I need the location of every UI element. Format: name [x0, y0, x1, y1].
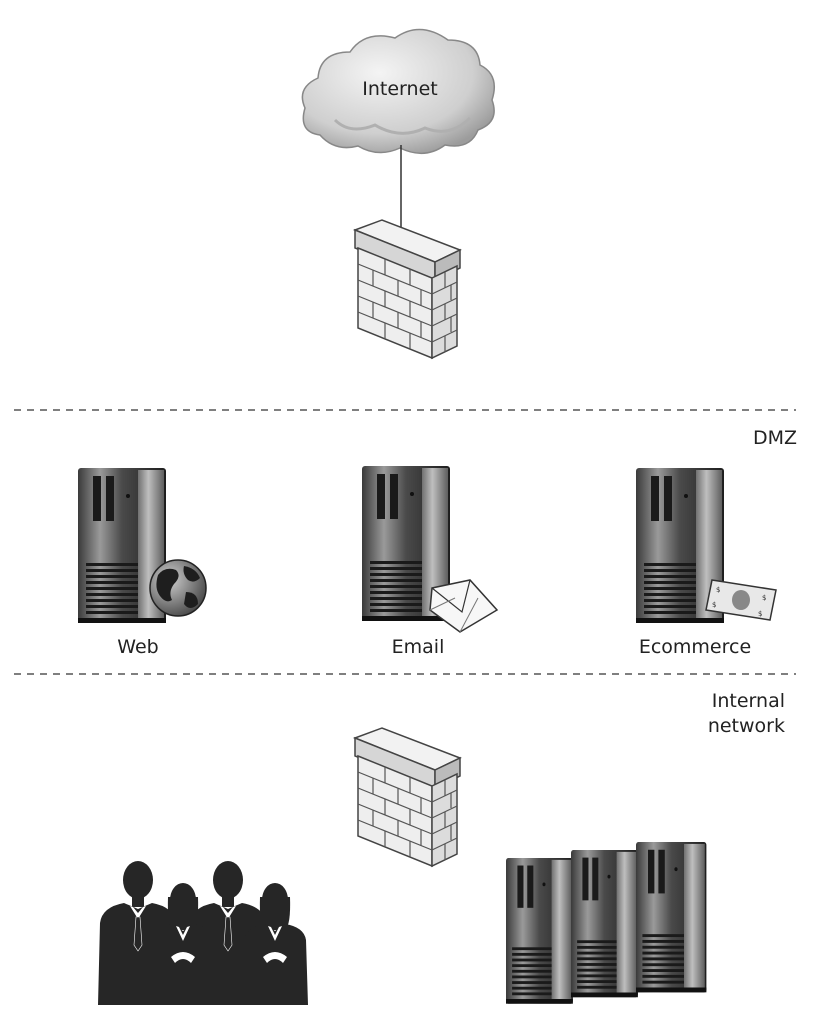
internal-firewall-icon: [354, 727, 461, 867]
email-server-label: Email: [391, 636, 445, 658]
firewall-icon: [354, 219, 461, 359]
server-cluster-icon: [506, 842, 707, 1004]
dmz-zone-label: DMZ: [752, 427, 797, 449]
svg-text:$: $: [716, 586, 720, 594]
ecommerce-server-label: Ecommerce: [638, 636, 752, 658]
internal-zone-label-line1: Internal: [711, 690, 785, 712]
svg-text:$: $: [758, 610, 762, 618]
web-server-label: Web: [117, 636, 159, 658]
svg-text:$: $: [762, 594, 766, 602]
internal-zone-label-line2: network: [707, 715, 785, 737]
people-icon: [97, 860, 308, 1006]
svg-text:$: $: [712, 601, 716, 609]
globe-icon: [149, 559, 207, 617]
internet-label: Internet: [362, 78, 438, 100]
money-icon: $ $ $ $: [705, 579, 777, 621]
envelope-icon: [429, 579, 499, 633]
cloud-icon: [301, 28, 495, 154]
